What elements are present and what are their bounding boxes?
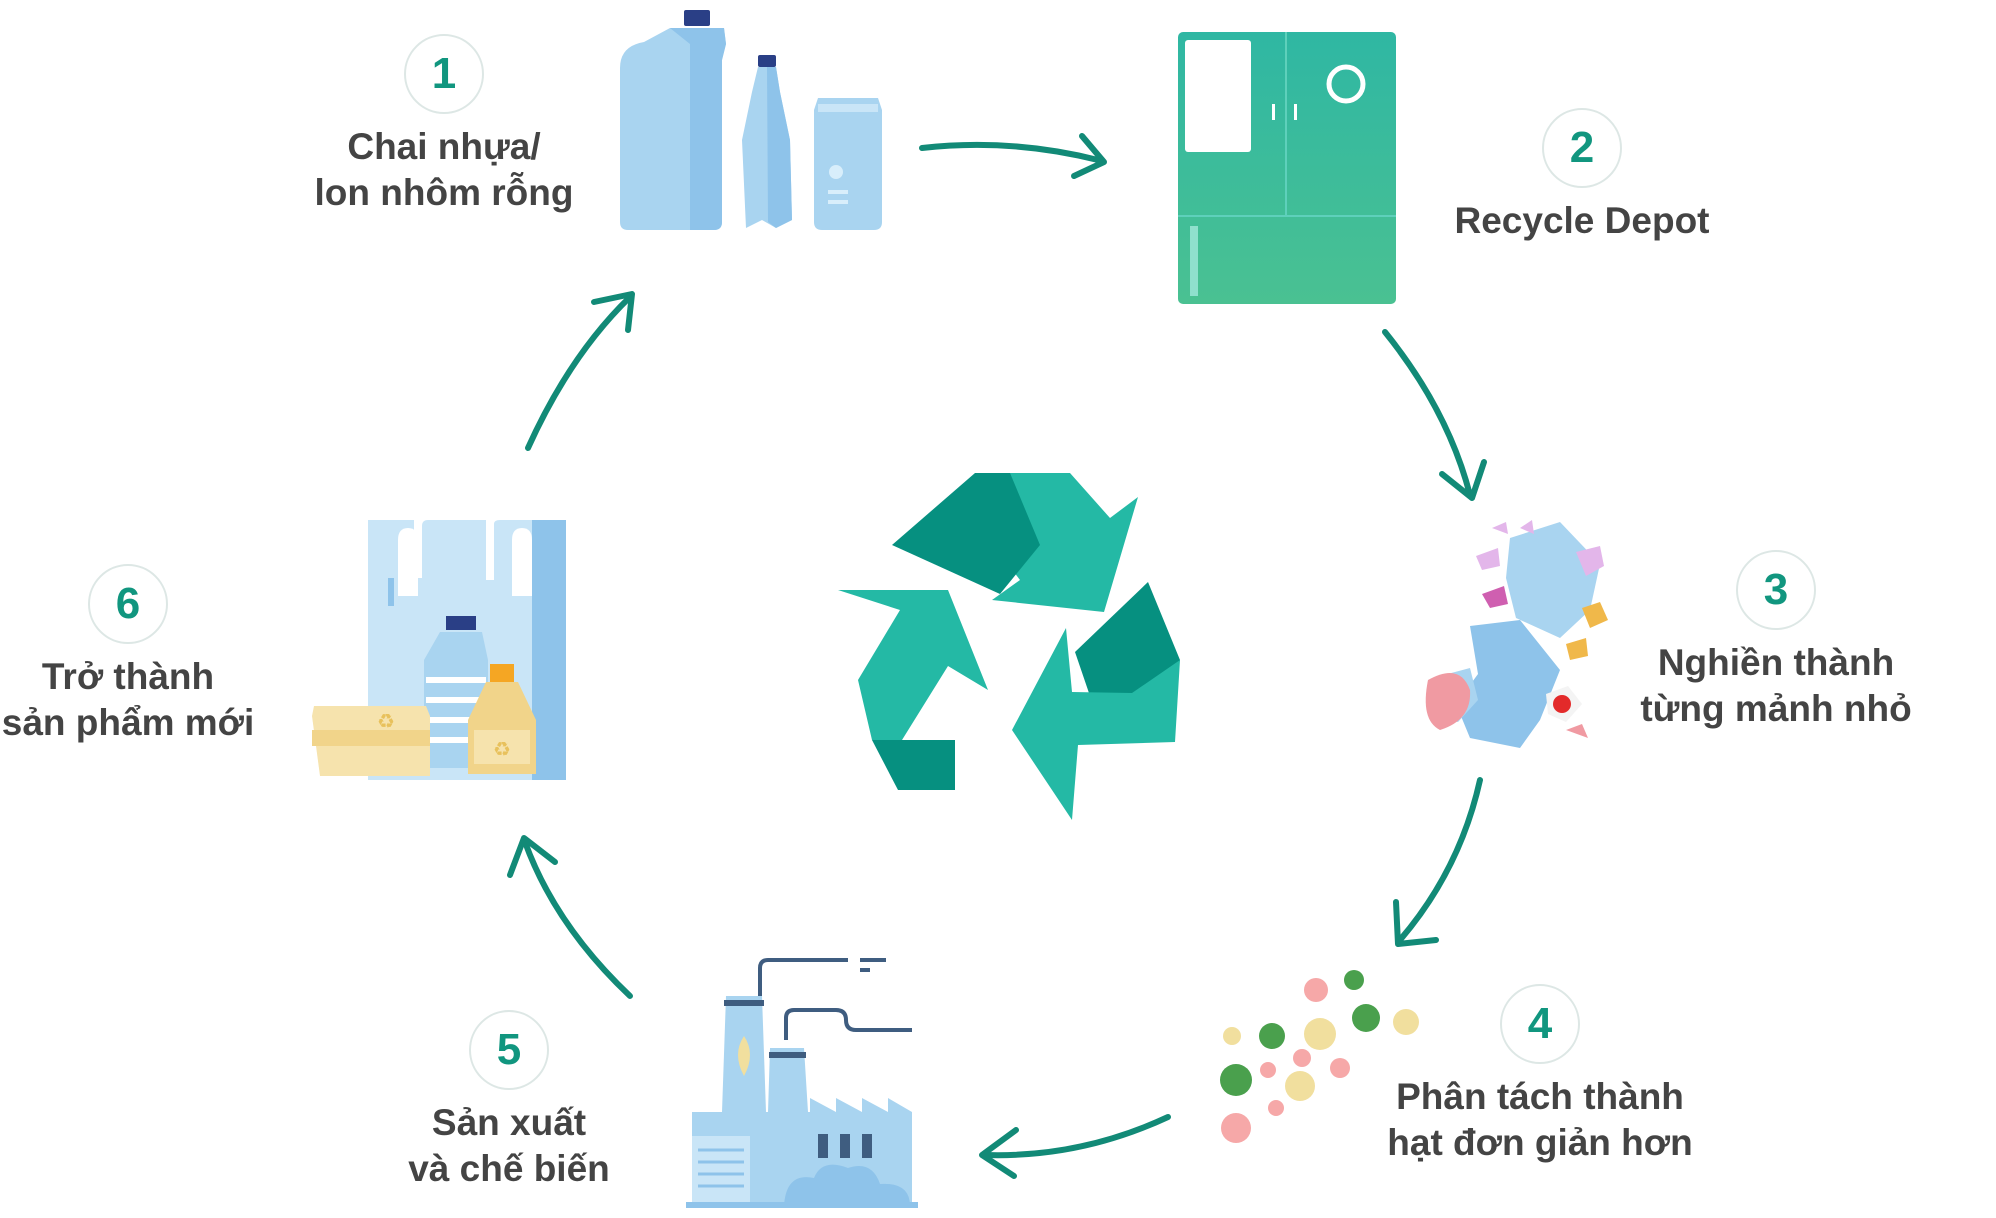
arrow-4-to-5 — [979, 1114, 1171, 1179]
step-label-line2: lon nhôm rỗng — [314, 172, 574, 213]
step-number-badge: 6 — [88, 564, 168, 644]
step-number-badge: 2 — [1542, 108, 1622, 188]
arrow-1-to-2 — [919, 133, 1107, 179]
step-label-line2: và chế biến — [408, 1148, 610, 1189]
step-label-line1: Sản xuất — [431, 1102, 587, 1143]
step-label-line1: Nghiền thành — [1657, 642, 1895, 683]
step-label-line1: Recycle Depot — [1454, 200, 1710, 241]
arrow-2-to-3 — [1382, 329, 1487, 501]
shredded-pieces-icon — [1425, 520, 1608, 748]
step-number-badge: 4 — [1500, 984, 1580, 1064]
step-5: 5 Sản xuất và chế biến — [374, 1010, 644, 1192]
step-number-badge: 3 — [1736, 550, 1816, 630]
pellets-icon — [1220, 970, 1419, 1143]
recycle-depot-machine-icon — [1178, 32, 1396, 304]
step-label-line2: từng mảnh nhỏ — [1640, 688, 1912, 729]
factory-icon — [686, 958, 918, 1208]
step-6: 6 Trở thành sản phẩm mới — [0, 564, 256, 746]
step-4: 4 Phân tách thành hạt đơn giản hơn — [1370, 984, 1710, 1166]
bottles-and-can-icon — [620, 10, 882, 230]
step-label-line2: hạt đơn giản hơn — [1387, 1122, 1693, 1163]
arrow-3-to-4 — [1393, 777, 1483, 947]
step-label-line1: Phân tách thành — [1396, 1076, 1684, 1117]
svg-text:♻: ♻ — [377, 709, 395, 733]
step-number-badge: 1 — [404, 34, 484, 114]
step-label-line2: sản phẩm mới — [1, 702, 255, 743]
arrow-5-to-6 — [507, 835, 633, 999]
step-2: 2 Recycle Depot — [1422, 108, 1742, 244]
step-1: 1 Chai nhựa/ lon nhôm rỗng — [294, 34, 594, 216]
new-products-icon: ♻ ♻ — [312, 520, 566, 780]
step-label-line1: Trở thành — [41, 656, 215, 697]
step-number-badge: 5 — [469, 1010, 549, 1090]
svg-text:♻: ♻ — [493, 737, 511, 761]
recycle-symbol-icon — [838, 473, 1180, 820]
step-label-line1: Chai nhựa/ — [347, 126, 541, 167]
step-3: 3 Nghiền thành từng mảnh nhỏ — [1616, 550, 1936, 732]
arrow-6-to-1 — [525, 291, 635, 451]
